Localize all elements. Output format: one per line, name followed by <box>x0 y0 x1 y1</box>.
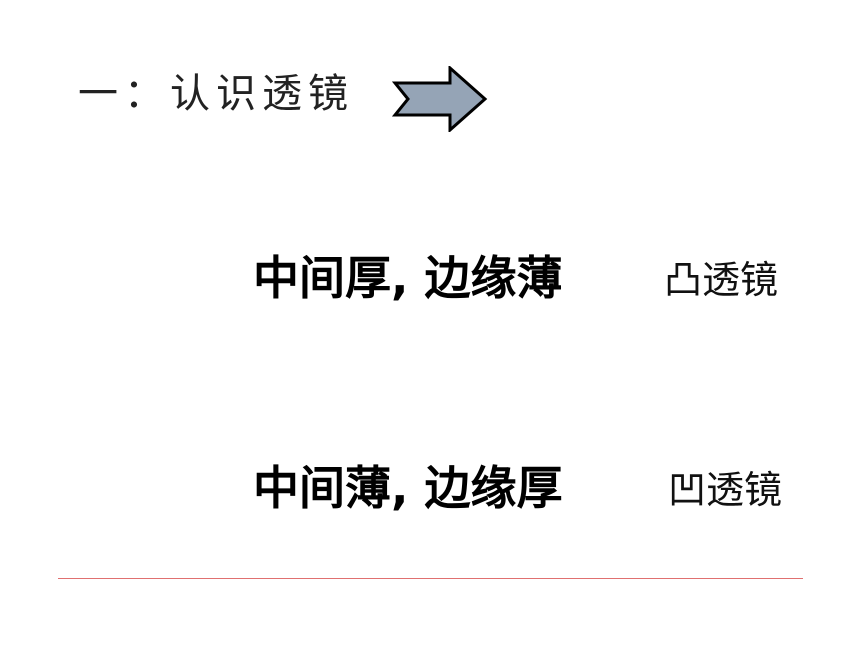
right-arrow-icon <box>392 66 488 132</box>
lens-description: 中间薄, 边缘厚 <box>253 461 563 515</box>
lens-row-convex: 中间厚, 边缘薄 凸透镜 <box>0 238 860 318</box>
lens-description: 中间厚, 边缘薄 <box>253 251 563 305</box>
lens-row-concave: 中间薄, 边缘厚 凹透镜 <box>0 448 860 528</box>
lens-term: 凸透镜 <box>664 258 779 302</box>
footer-divider <box>58 578 803 579</box>
slide-title: 一：认识透镜 <box>78 71 354 117</box>
lens-term: 凹透镜 <box>668 468 783 512</box>
